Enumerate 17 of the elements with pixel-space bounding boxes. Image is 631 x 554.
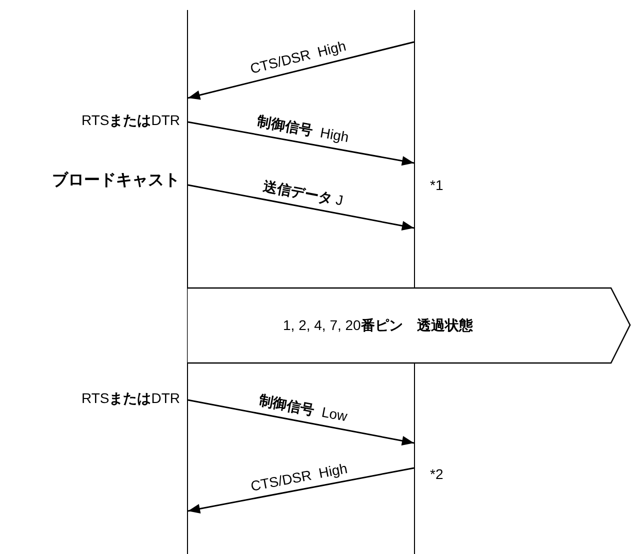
edge-label: CTS/DSR High: [248, 38, 348, 77]
signal-label: ブロードキャスト: [52, 170, 180, 191]
arrow: [188, 184, 414, 230]
signal-label: RTSまたはDTR: [81, 112, 180, 130]
arrow: [188, 467, 414, 514]
edge-label: 制御信号 Low: [258, 392, 350, 426]
edge-label: 送信データ J: [262, 177, 345, 210]
signal-label: RTSまたはDTR: [81, 390, 180, 408]
arrow: [188, 121, 414, 166]
arrow: [188, 41, 414, 100]
edge-label: 制御信号 High: [256, 112, 350, 147]
note-mark: *1: [430, 177, 444, 193]
edge-label: CTS/DSR High: [248, 460, 348, 494]
arrow-band: [187, 287, 631, 364]
arrow: [188, 399, 414, 446]
state-label: 1, 2, 4, 7, 20番ピン 透過状態: [283, 317, 473, 335]
note-mark: *2: [430, 466, 444, 482]
